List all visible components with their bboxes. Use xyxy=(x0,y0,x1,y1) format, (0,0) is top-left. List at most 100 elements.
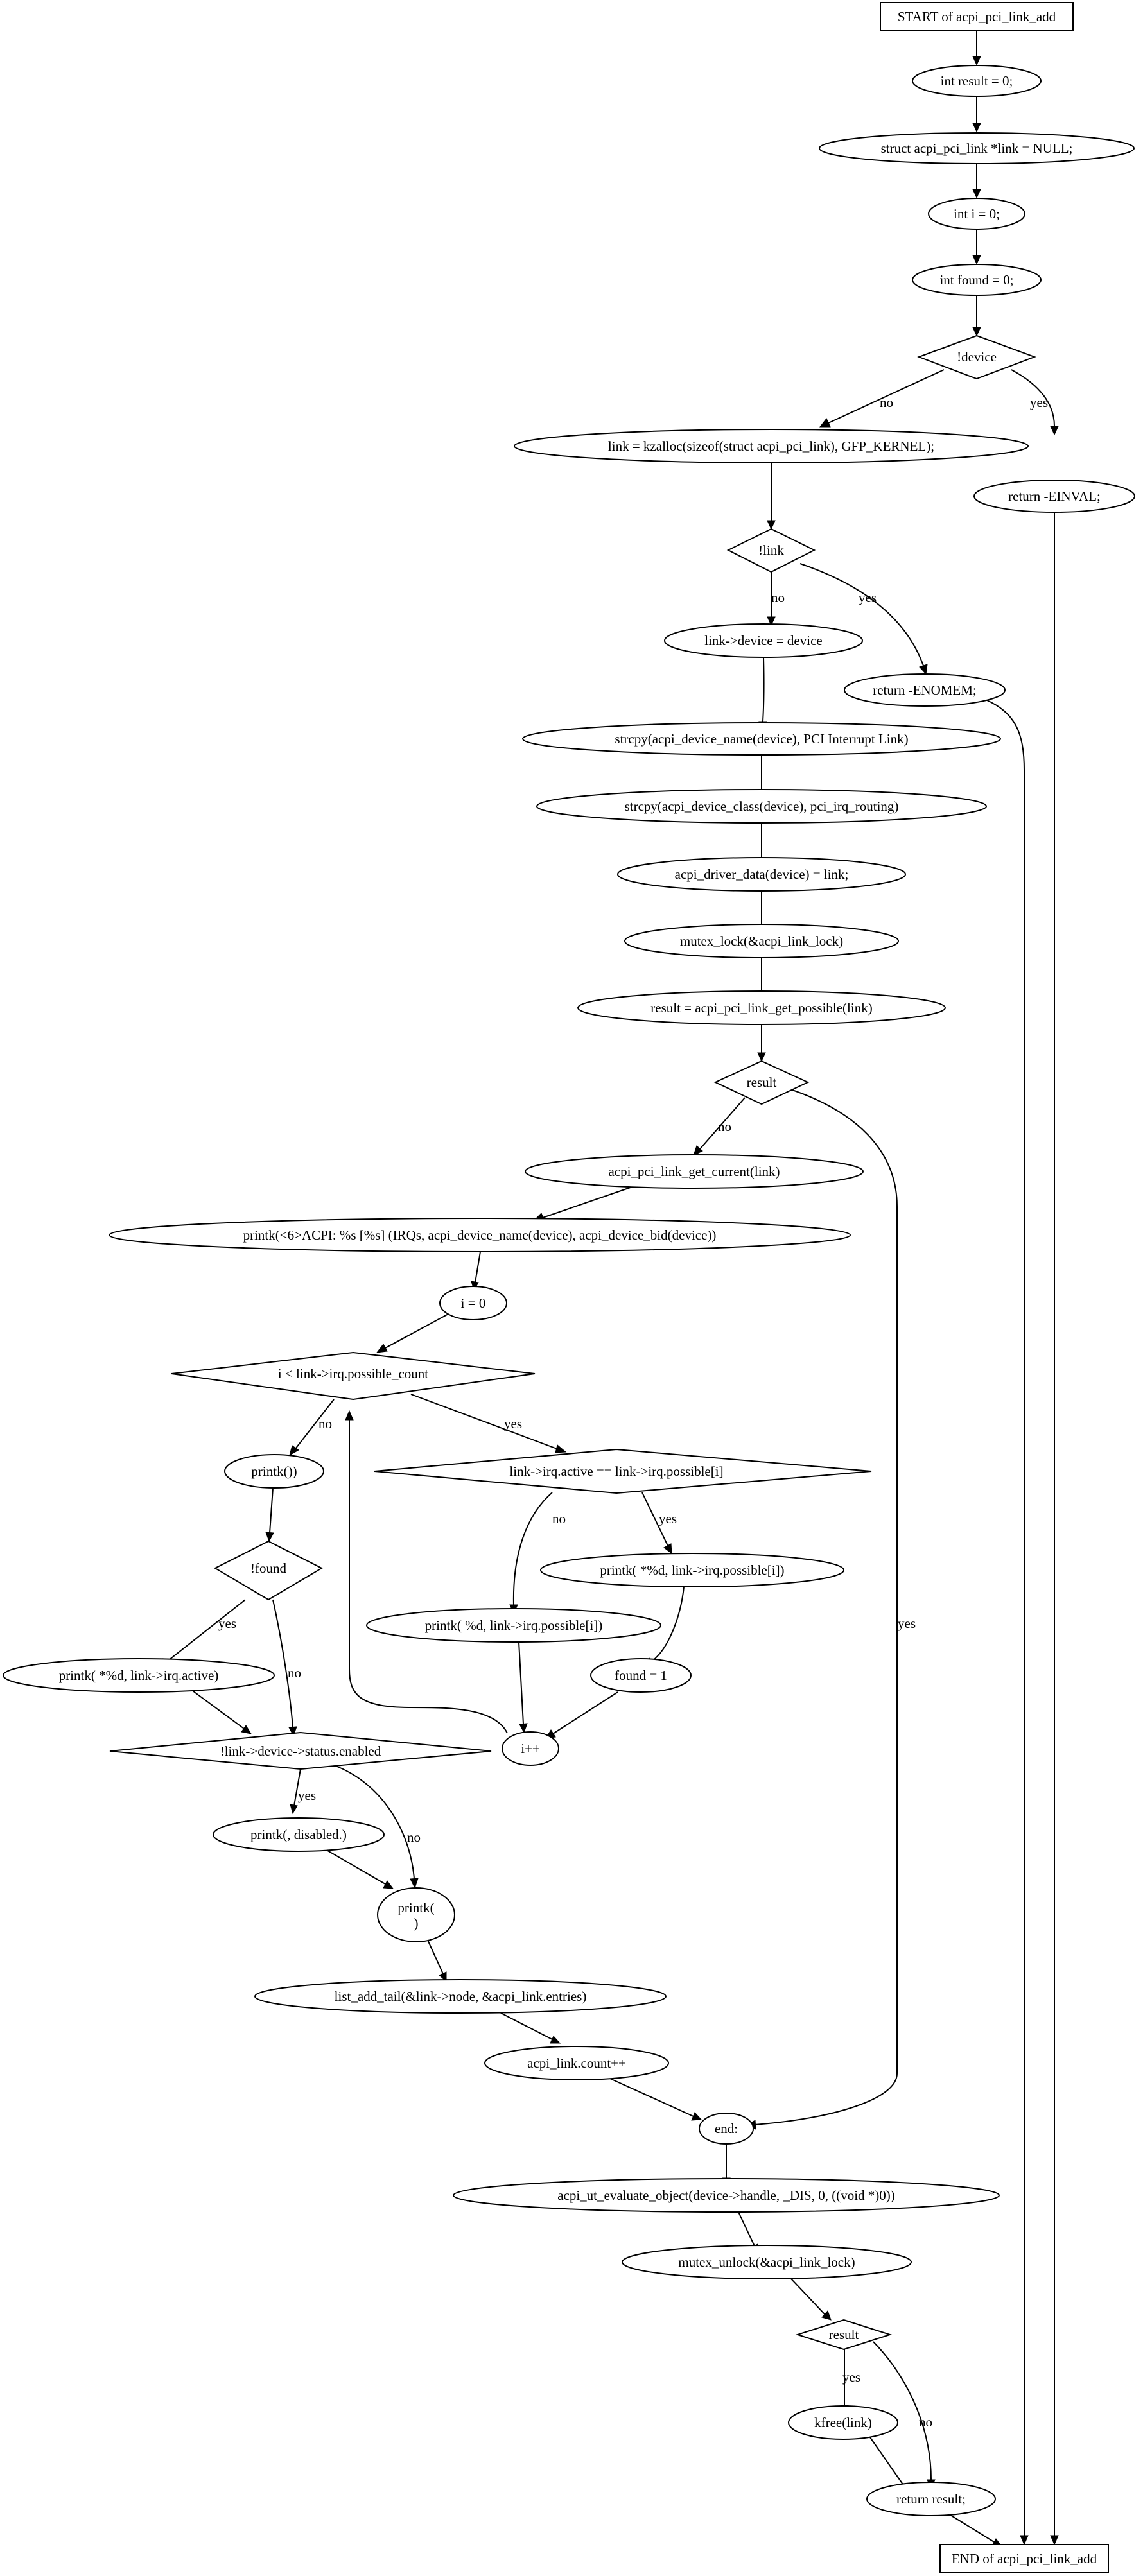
return-einval-label: return -EINVAL; xyxy=(1008,488,1101,504)
mutex-lock-node xyxy=(624,924,899,958)
device-decision-label: !device xyxy=(957,349,997,365)
return-result-label: return result; xyxy=(896,2491,966,2507)
printk-empty-label: printk()) xyxy=(251,1464,297,1479)
edge-arrowhead xyxy=(288,1726,297,1737)
edge-loop-yes xyxy=(410,1394,559,1450)
printk-disabled-label: printk(, disabled.) xyxy=(250,1827,347,1842)
mutex-unlock-node xyxy=(622,2245,912,2279)
printk-disabled-node xyxy=(213,1817,385,1852)
found-one-node xyxy=(590,1658,692,1693)
edge-arrowhead xyxy=(819,418,831,428)
edge-status-no xyxy=(333,1765,415,1880)
i-init-node xyxy=(928,198,1025,230)
edge-arrowhead xyxy=(290,1804,298,1815)
get-possible-node xyxy=(577,990,946,1025)
edge-device-yes xyxy=(1011,369,1055,427)
edge-arrowhead xyxy=(1020,2535,1029,2546)
edges xyxy=(157,30,1059,2547)
strcpy-class-node xyxy=(536,789,987,824)
i-inc-node xyxy=(502,1731,559,1766)
result2-decision-label: result xyxy=(829,2327,859,2342)
get-current-label: acpi_pci_link_get_current(link) xyxy=(608,1164,780,1179)
edge-arrowhead xyxy=(767,520,776,530)
edge-arrowhead xyxy=(550,2036,561,2044)
found-one-label: found = 1 xyxy=(615,1668,667,1683)
i-zero-label: i = 0 xyxy=(461,1295,486,1311)
edge-arrowhead xyxy=(757,1052,766,1062)
return-enomem-label: return -ENOMEM; xyxy=(873,682,977,698)
end-label-node xyxy=(699,2113,754,2145)
get-current-node xyxy=(525,1154,864,1189)
active-decision xyxy=(374,1448,872,1494)
printk-star-label: printk( *%d, link->irq.possible[i]) xyxy=(600,1562,784,1578)
edge-arrowhead xyxy=(919,664,928,675)
strcpy-name-node xyxy=(522,722,1001,756)
printk-newline-line2: ) xyxy=(414,1915,419,1931)
driver-data-node xyxy=(617,857,906,892)
edge-status-yes xyxy=(293,1768,301,1806)
printk-star-node xyxy=(540,1553,844,1587)
found-decision xyxy=(213,1540,324,1601)
edge-arrowhead xyxy=(972,189,981,199)
printk-newline-line1: printk( xyxy=(397,1900,434,1915)
edge-label-active-yes: yes xyxy=(659,1511,677,1526)
list-add-label: list_add_tail(&link->node, &acpi_link.en… xyxy=(335,1989,587,2004)
link-device-label: link->device = device xyxy=(704,633,822,648)
end-label-text: end: xyxy=(715,2121,738,2136)
strcpy-name-label: strcpy(acpi_device_name(device), PCI Int… xyxy=(615,731,908,747)
edge-arrowhead xyxy=(1050,426,1059,436)
printk-active-node xyxy=(3,1658,275,1693)
edge-unlock-result2 xyxy=(790,2278,826,2315)
return-enomem-node xyxy=(844,673,1006,707)
edge-arrowhead xyxy=(265,1532,274,1543)
start-label: START of acpi_pci_link_add xyxy=(898,9,1056,24)
link-count-label: acpi_link.count++ xyxy=(527,2055,626,2071)
link-decision xyxy=(726,528,816,573)
edge-foundone-iinc xyxy=(552,1691,618,1734)
driver-data-label: acpi_driver_data(device) = link; xyxy=(675,867,849,882)
edge-arrowhead xyxy=(972,56,981,66)
edge-label-status-no: no xyxy=(407,1829,421,1845)
nodes: START of acpi_pci_link_add int result = … xyxy=(3,2,1135,2573)
edge-plain-iinc xyxy=(518,1641,524,1725)
edge-arrowhead xyxy=(1050,2535,1059,2546)
edge-arrowhead xyxy=(241,1725,252,1734)
return-einval-node xyxy=(973,480,1135,513)
status-decision-label: !link->device->status.enabled xyxy=(220,1743,381,1759)
edge-label-status-yes: yes xyxy=(298,1788,316,1803)
edge-current-acpi xyxy=(542,1182,644,1218)
edge-empty-found xyxy=(269,1487,274,1534)
loop-decision-label: i < link->irq.possible_count xyxy=(278,1366,428,1381)
edge-label-found-no: no xyxy=(288,1665,301,1681)
edge-arrowhead xyxy=(410,1878,419,1889)
edge-arrowhead xyxy=(345,1410,354,1421)
result2-decision xyxy=(795,2319,893,2351)
active-decision-label: link->irq.active == link->irq.possible[i… xyxy=(509,1464,723,1479)
edge-kfree-return xyxy=(869,2437,905,2487)
edge-return-end xyxy=(950,2514,995,2543)
edge-arrowhead xyxy=(663,1543,672,1555)
result-init-label: int result = 0; xyxy=(941,73,1013,89)
return-result-node xyxy=(866,2482,996,2516)
edge-label-result2-no: no xyxy=(919,2414,932,2430)
edge-link-yes xyxy=(799,563,924,666)
edge-active-status xyxy=(192,1690,245,1729)
edge-linkdev-strcpy xyxy=(762,657,765,722)
printk-newline-node xyxy=(377,1887,455,1942)
edge-arrowhead xyxy=(555,1444,567,1453)
printk-plain-label: printk( %d, link->irq.possible[i]) xyxy=(425,1618,603,1633)
edge-iinc-loop xyxy=(349,1420,508,1734)
edge-arrowhead xyxy=(767,616,776,627)
loop-decision xyxy=(171,1351,536,1401)
mutex-lock-label: mutex_lock(&acpi_link_lock) xyxy=(680,933,843,949)
kfree-node xyxy=(788,2405,898,2440)
edge-label-link-no: no xyxy=(771,590,785,605)
edge-disabled-nl xyxy=(324,1848,386,1885)
printk-empty-node xyxy=(224,1454,324,1489)
printk-acpi-node xyxy=(109,1218,851,1252)
end-box xyxy=(939,2544,1109,2573)
kfree-label: kfree(link) xyxy=(814,2415,872,2430)
printk-acpi-label: printk(<6>ACPI: %s [%s] (IRQs, acpi_devi… xyxy=(243,1227,717,1243)
link-decision-label: !link xyxy=(758,542,784,558)
